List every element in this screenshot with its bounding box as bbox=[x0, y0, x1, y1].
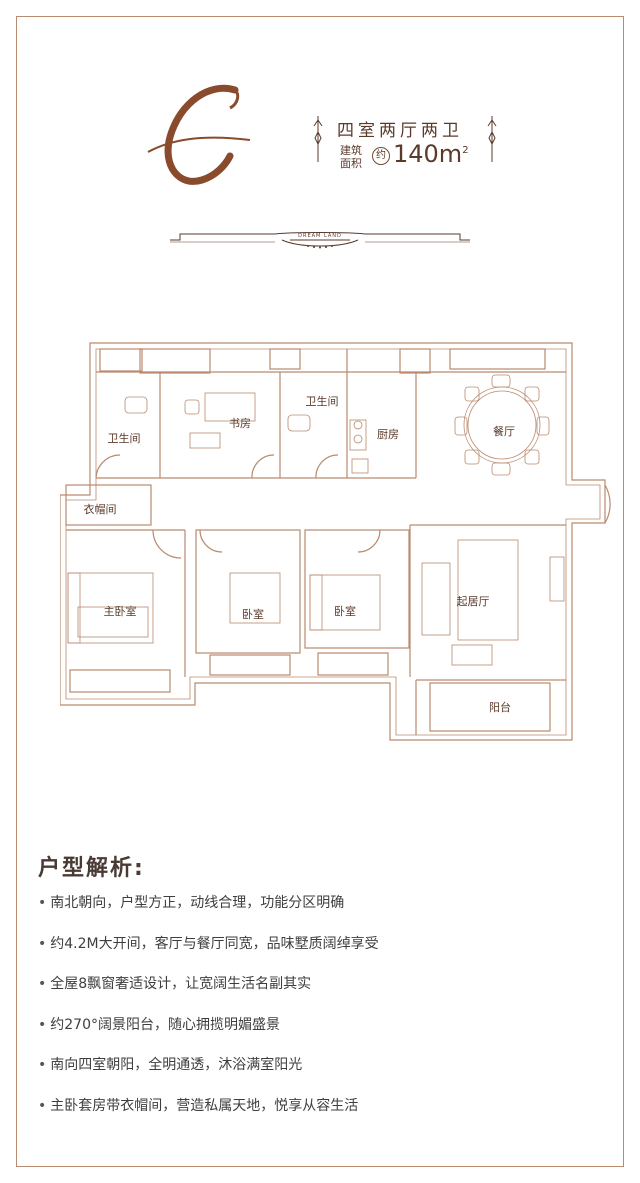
analysis-item: •南北朝向，户型方正，动线合理，功能分区明确 bbox=[38, 895, 345, 911]
area-label-2: 面积 bbox=[340, 157, 362, 170]
analysis-item: •主卧套房带衣帽间，营造私属天地，悦享从容生活 bbox=[38, 1097, 359, 1114]
outer-wall bbox=[60, 342, 606, 741]
page-frame bbox=[16, 16, 624, 1167]
room-master: 主卧室 bbox=[104, 604, 137, 618]
room-dining: 餐厅 bbox=[493, 424, 515, 438]
room-bath1: 卫生间 bbox=[108, 431, 141, 445]
dreamland-divider: DREAM LAND bbox=[170, 232, 470, 249]
header-ornament bbox=[313, 116, 497, 162]
analysis-item: •约270°阔景阳台，随心拥揽明媚盛景 bbox=[38, 1016, 280, 1033]
logo-letter: C bbox=[195, 141, 197, 143]
analysis-item: •南向四室朝阳，全明通透，沐浴满室阳光 bbox=[38, 1057, 303, 1073]
room-study: 书房 bbox=[229, 417, 251, 430]
dreamland-text: DREAM LAND bbox=[298, 233, 342, 239]
analysis-list: •南北朝向，户型方正，动线合理，功能分区明确 •约4.2M大开间，客厅与餐厅同宽… bbox=[38, 892, 598, 1135]
room-balcony: 阳台 bbox=[489, 700, 511, 714]
room-bath2: 卫生间 bbox=[306, 394, 339, 408]
room-bedroom1: 卧室 bbox=[242, 607, 264, 621]
room-living: 起居厅 bbox=[457, 595, 490, 608]
area-value: 140m2 bbox=[393, 140, 469, 168]
analysis-item: •全屋8飘窗奢适设计，让宽阔生活名副其实 bbox=[38, 976, 312, 992]
analysis-item: •约4.2M大开间，客厅与餐厅同宽，品味墅质阔绰享受 bbox=[38, 935, 379, 952]
room-bedroom2: 卧室 bbox=[334, 604, 356, 618]
floor-plan: 卫生间 书房 卫生间 厨房 餐厅 衣帽间 主卧室 卧室 卧室 起居厅 阳台 bbox=[60, 342, 611, 741]
logo-letter-c: C bbox=[147, 84, 251, 185]
analysis-title: 户型解析: bbox=[38, 856, 145, 881]
approx-badge: 约 bbox=[372, 147, 390, 165]
area-label-1: 建筑 bbox=[340, 144, 362, 157]
room-kitchen: 厨房 bbox=[377, 428, 399, 441]
room-cloakroom: 衣帽间 bbox=[84, 502, 117, 516]
layout-title: 四室两厅两卫 bbox=[337, 121, 463, 141]
